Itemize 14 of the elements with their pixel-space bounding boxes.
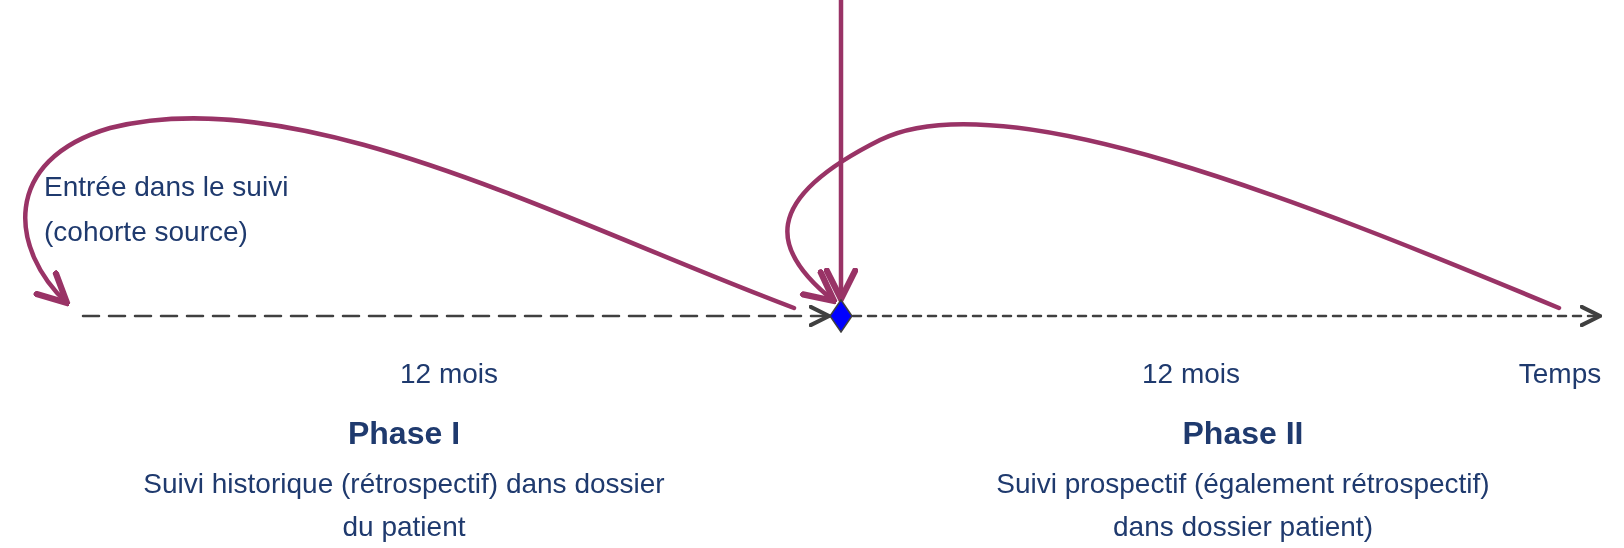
axis-label: 12 mois xyxy=(398,357,499,391)
timeline-arrow xyxy=(851,304,1602,328)
timeline-arrow xyxy=(81,304,831,328)
axis-label: 12 mois xyxy=(1140,357,1241,391)
node-text: Entrée dans le suivi (cohorte source) xyxy=(44,170,290,249)
phase-heading: Phase II xyxy=(1181,414,1305,453)
curved-arrow xyxy=(823,0,859,303)
curved-arrow xyxy=(785,121,1562,311)
curved-arrow xyxy=(23,116,797,311)
phase-description: Suivi historique (rétrospectif) dans dossier du patient xyxy=(142,467,666,544)
axis-label: Temps xyxy=(1517,357,1603,391)
phase-heading: Phase I xyxy=(346,414,462,453)
diamond-marker xyxy=(829,299,853,333)
phase-description: Suivi prospectif (également rétrospectif) dans dossier patient) xyxy=(995,467,1491,544)
